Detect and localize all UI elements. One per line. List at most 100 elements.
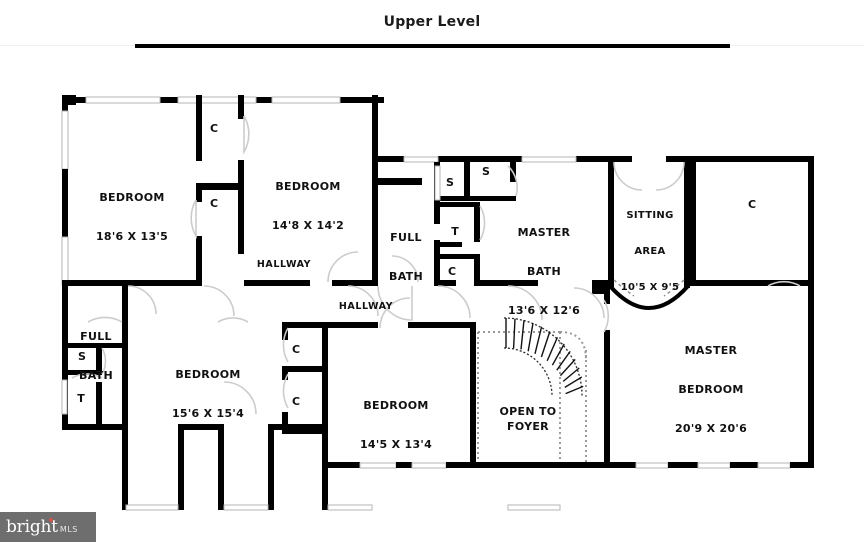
bay-dash-left bbox=[613, 279, 635, 297]
window-mb-1 bbox=[635, 462, 669, 469]
wall-dorm-top-a bbox=[178, 424, 222, 430]
wall-masterbed-bottom-b bbox=[668, 462, 698, 468]
foyer-line3: FOYER bbox=[507, 420, 549, 433]
window-bath-top bbox=[403, 156, 439, 163]
door-sitting-right bbox=[655, 161, 685, 191]
wall-top-seg-a bbox=[76, 97, 86, 103]
window-lowerbath-left bbox=[61, 379, 68, 415]
window-dorm-3 bbox=[327, 504, 373, 511]
wall-lowerbath-s-bottom bbox=[62, 370, 102, 375]
window-dorm-2 bbox=[223, 504, 269, 511]
window-left-1 bbox=[61, 110, 69, 170]
wall-shower-upper-bottom bbox=[440, 196, 470, 201]
title-rule-faint-right bbox=[730, 45, 864, 46]
wall-shower-master-bottom bbox=[464, 196, 516, 201]
wall-bed4-bottom-a bbox=[328, 462, 360, 468]
foyer-outline bbox=[477, 331, 561, 462]
door-swing-group bbox=[71, 115, 801, 415]
window-mb-2 bbox=[697, 462, 731, 469]
wall-hallway-top-a bbox=[62, 280, 122, 286]
wall-masterbed-bottom-a bbox=[598, 462, 636, 468]
wall-bed3-right bbox=[282, 322, 288, 340]
wall-closet-mb-right bbox=[474, 254, 480, 286]
door-bed3-entry bbox=[217, 317, 249, 323]
wall-lowerbath-t-right bbox=[96, 382, 102, 426]
wall-master-closet-top bbox=[690, 156, 814, 162]
door-bed1-hall bbox=[203, 285, 235, 317]
wall-bed1-closet-vert2 bbox=[196, 190, 202, 202]
door-hall-stub bbox=[391, 255, 419, 283]
staircase-outer-arc bbox=[503, 317, 583, 397]
wall-group bbox=[61, 95, 814, 511]
foyer-line2: TO bbox=[539, 405, 557, 418]
fixture-closet-bed1-bottom: C bbox=[209, 197, 219, 210]
wall-fullbath-right-b bbox=[434, 240, 440, 286]
wall-bed3-closet-bottom bbox=[288, 428, 328, 434]
fixture-closet-bed1-top: C bbox=[209, 122, 219, 135]
fixture-shower-lowerbath: S bbox=[78, 350, 86, 363]
wall-toilet-upper-top bbox=[434, 202, 480, 207]
wall-bed4-bottom-b bbox=[396, 462, 412, 468]
door-bed3-closet-top bbox=[282, 327, 289, 363]
wall-bed4-right bbox=[470, 322, 476, 468]
wall-masterbed-left-a bbox=[604, 286, 610, 304]
wall-closet-right-lower bbox=[238, 160, 244, 190]
door-fullbath bbox=[377, 285, 413, 321]
wall-left-seg-b bbox=[62, 169, 68, 303]
watermark-brand-text: bright bbox=[6, 517, 58, 537]
page-title: Upper Level bbox=[383, 14, 481, 30]
wall-closet2-right bbox=[238, 190, 244, 254]
wall-bed2-stub bbox=[378, 178, 422, 185]
wall-dorm-1-left bbox=[122, 430, 128, 510]
wall-bed3-closet-top bbox=[288, 322, 328, 328]
window-left-2 bbox=[61, 236, 69, 286]
foyer-outline-curve bbox=[559, 331, 587, 361]
wall-toilet-upper-bottom bbox=[434, 242, 462, 247]
wall-top-seg-b bbox=[160, 97, 178, 103]
fixture-closet-bed3-top: C bbox=[291, 343, 301, 356]
wall-dorm-3-left bbox=[322, 434, 328, 510]
open-to-foyer-label: OPEN TO FOYER bbox=[486, 404, 570, 434]
door-hall-lower-left bbox=[127, 285, 157, 315]
wall-top-seg-d bbox=[340, 97, 384, 103]
staircase-treads bbox=[505, 318, 584, 395]
wall-bath-top-d bbox=[576, 156, 614, 162]
wall-master-closet-doorjamb bbox=[800, 280, 814, 286]
wall-sitting-left bbox=[608, 156, 614, 288]
wall-closet-mb-bottom bbox=[434, 280, 456, 286]
wall-sitting-bay-curve bbox=[608, 284, 690, 310]
wall-hallway-top-b bbox=[122, 280, 202, 286]
wall-sitting-right bbox=[684, 156, 690, 288]
fixture-toilet-upperbath: T bbox=[451, 225, 459, 238]
window-foyer-bottom bbox=[507, 504, 561, 511]
wall-sitting-top-right bbox=[666, 156, 684, 162]
fixture-closet-master: C bbox=[747, 198, 757, 211]
door-mb-toilet bbox=[479, 205, 486, 241]
bay-dash-right bbox=[663, 279, 685, 297]
wall-bed2-right-upper bbox=[372, 95, 378, 181]
title-rule bbox=[135, 44, 730, 48]
fixture-closet-bed3-bottom: C bbox=[291, 395, 301, 408]
fixture-closet-upperbath: C bbox=[447, 265, 457, 278]
door-masterbed-foyer bbox=[573, 287, 605, 319]
wall-closet-lower-vert bbox=[196, 236, 202, 254]
wall-bath-top-b bbox=[438, 156, 460, 162]
door-master-closet bbox=[767, 280, 801, 287]
wall-master-closet-left bbox=[690, 156, 696, 286]
door-bed3-lower bbox=[223, 381, 257, 415]
wall-masterbed-bottom-d bbox=[790, 462, 814, 468]
window-dorm-1 bbox=[125, 504, 179, 511]
wall-shower-master-left bbox=[464, 162, 469, 200]
wall-bed1-right bbox=[196, 254, 202, 286]
door-lowerbath-entry bbox=[87, 316, 123, 323]
wall-dorm-1-right bbox=[178, 424, 184, 510]
wall-dorm-top-b bbox=[268, 424, 326, 430]
wall-bed4-top-a bbox=[328, 322, 378, 328]
hallway-label-upper: HALLWAY bbox=[256, 259, 312, 270]
door-mb-closet-c bbox=[437, 285, 471, 319]
wall-bed4-top-b bbox=[408, 322, 476, 328]
